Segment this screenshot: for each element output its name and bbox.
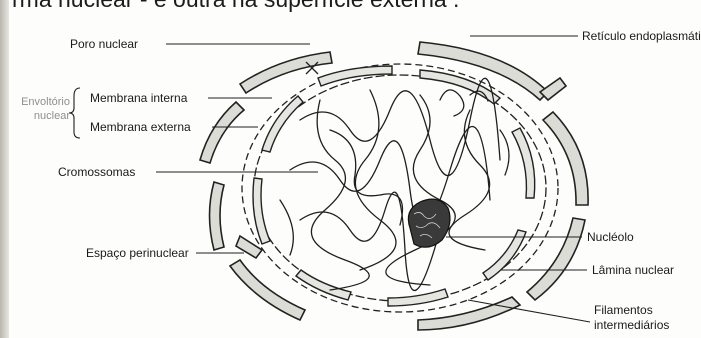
label-filamentos-line2: intermediários [594, 318, 669, 332]
chromatin-strand [290, 127, 490, 226]
label-membrana-externa: Membrana externa [90, 120, 191, 134]
label-reticulo-endoplasmatico: Retículo endoplasmático [582, 29, 701, 43]
er-segment-left-lower [230, 260, 305, 320]
label-envoltorio-line2: nuclear [0, 110, 70, 123]
er-segment-top-left [240, 52, 332, 93]
nucleolus [408, 199, 450, 247]
chromatin-strand [355, 90, 396, 270]
er-segment-left-mid [210, 182, 225, 250]
label-lamina-nuclear: Lâmina nuclear [592, 263, 674, 277]
lamina-bar-bottom [388, 289, 448, 306]
outer-nuclear-membrane [242, 64, 558, 312]
lamina-bar-top-right [420, 70, 500, 104]
chromatin-strand [386, 95, 455, 285]
chromatin-strand [449, 110, 490, 250]
label-membrana-interna: Membrana interna [90, 91, 187, 105]
er-segment-bottom-right [418, 297, 520, 330]
label-nucleolo: Nucléolo [587, 230, 634, 244]
label-poro-nuclear: Poro nuclear [70, 37, 138, 51]
er-segment-left-upper [200, 102, 244, 163]
chromatin-strand [311, 100, 369, 290]
er-segment-left-tab [236, 236, 262, 258]
label-cromossomas: Cromossomas [58, 165, 135, 179]
lamina-bar-left [253, 178, 270, 244]
chromatin-strand [330, 130, 403, 225]
label-envoltorio-line1: Envoltório [0, 96, 70, 109]
label-espaco-perinuclear: Espaço perinuclear [86, 246, 189, 260]
er-segment-right-tab [540, 78, 566, 100]
envoltorio-brace [69, 88, 80, 138]
lamina-bar-bottom-left [296, 270, 351, 300]
er-segment-right-upper [543, 112, 588, 205]
chromosomes [280, 78, 509, 290]
label-filamentos-line1: Filamentos [594, 303, 653, 317]
